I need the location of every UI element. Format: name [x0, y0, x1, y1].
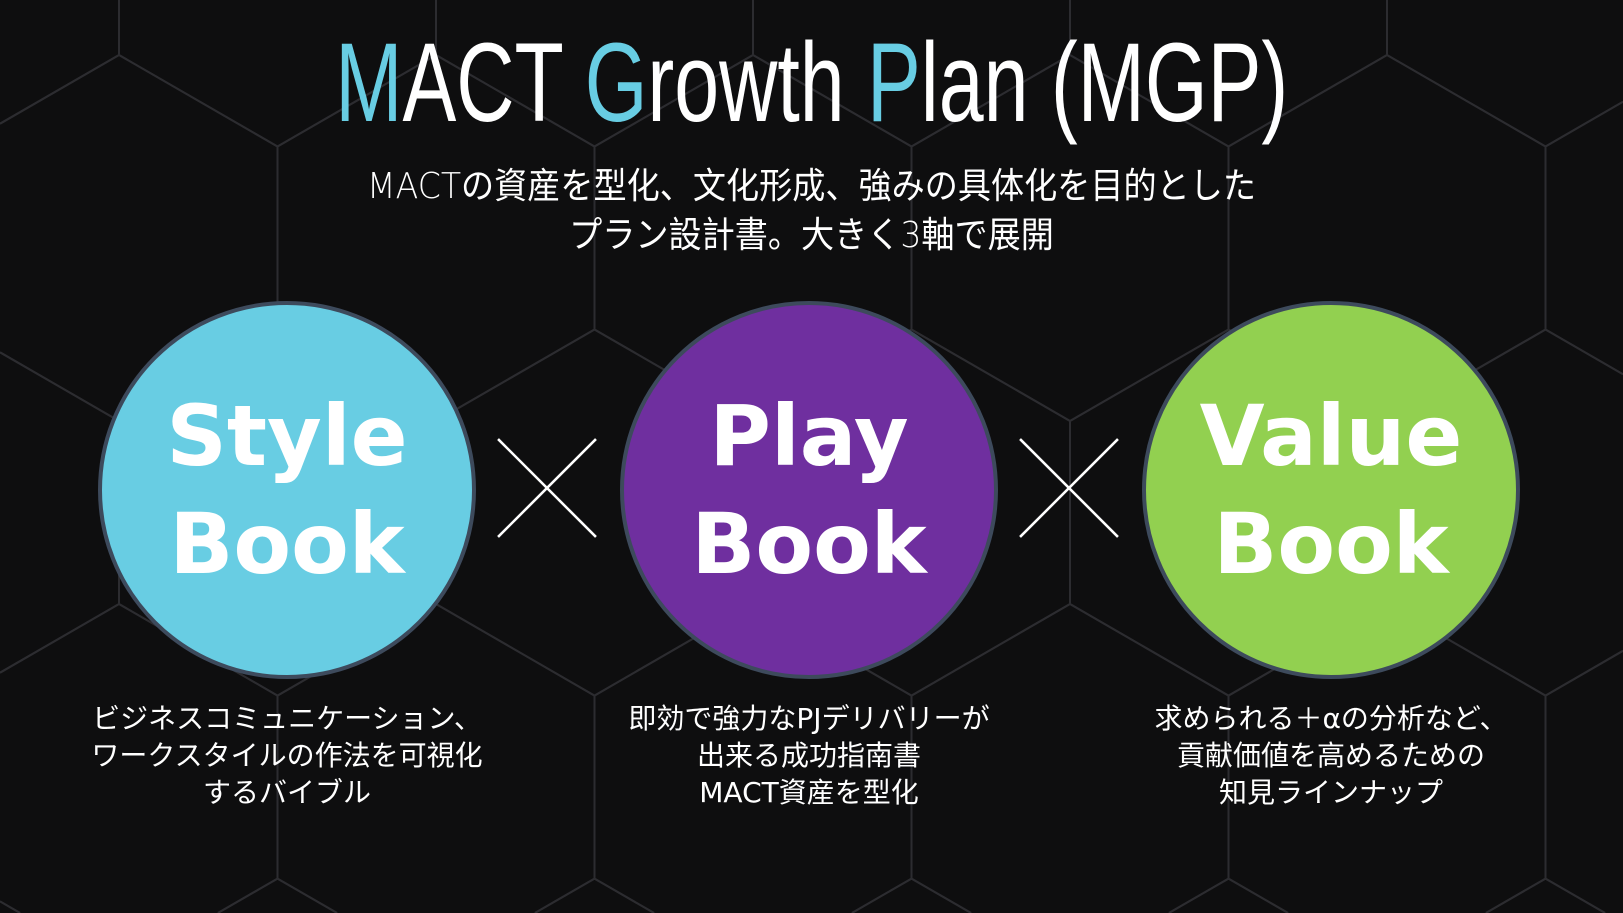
hexagon-edge — [910, 603, 1071, 697]
hexagon-edge — [1228, 877, 1289, 913]
style-book-circle: Style Book — [98, 301, 476, 679]
value-book-circle: Value Book — [1142, 301, 1520, 679]
hexagon-edge — [435, 54, 595, 148]
hexagon-edge — [911, 877, 972, 913]
hexagon-edge — [1069, 328, 1229, 422]
hexagon-edge — [911, 328, 1071, 422]
hexagon-edge — [435, 603, 596, 697]
hexagon-edge — [1228, 54, 1388, 148]
description-line: 出来る成功指南書 — [696, 739, 921, 772]
hexagon-edge — [1544, 100, 1623, 148]
hexagon-edge — [1386, 54, 1546, 148]
hexagon-edge — [1069, 603, 1230, 697]
hexagon-edge — [217, 877, 278, 913]
hexagon-edge — [1069, 54, 1229, 148]
circle-label-line-1: Style — [166, 387, 408, 485]
circle-label-line-2: Book — [691, 495, 927, 593]
hexagon-edge — [1485, 877, 1546, 913]
subtitle: MACTの資産を型化、文化形成、強みの具体化を目的とした プラン設計書。大きく3… — [0, 162, 1623, 260]
hexagon-edge — [1544, 649, 1623, 697]
style-book-description: ビジネスコミュニケーション、 ワークスタイルの作法を可視化 するバイブル — [47, 700, 527, 811]
title-part: P — [866, 20, 921, 145]
hexagon-edge — [0, 54, 120, 125]
hexagon-edge — [1168, 877, 1229, 913]
hexagon-edge — [1545, 877, 1606, 913]
play-book-description: 即効で強力なPJデリバリーが 出来る成功指南書 MACT資産を型化 — [569, 700, 1049, 811]
subtitle-line-2: プラン設計書。大きく3軸で展開 — [569, 215, 1054, 256]
description-line: するバイブル — [202, 776, 371, 809]
description-line: ビジネスコミュニケーション、 — [92, 702, 482, 735]
hexagon-edge — [435, 328, 595, 422]
description-line: ワークスタイルの作法を可視化 — [91, 739, 483, 772]
description-line: 知見ラインナップ — [1218, 776, 1443, 809]
subtitle-line-1: MACTの資産を型化、文化形成、強みの具体化を目的とした — [367, 166, 1256, 207]
hexagon-edge — [911, 54, 1071, 148]
description-line: 即効で強力なPJデリバリーが — [628, 702, 990, 735]
hexagon-edge — [1544, 328, 1623, 376]
title-part: G — [584, 20, 648, 145]
hexagon-edge — [851, 877, 912, 913]
multiply-icon — [1019, 438, 1119, 538]
hexagon-edge — [277, 54, 437, 148]
title-part: rowth — [647, 20, 867, 145]
description-line: MACT資産を型化 — [699, 776, 919, 809]
hexagon-edge — [752, 54, 912, 148]
title-part: lan (MGP) — [920, 20, 1288, 145]
hexagon-edge — [0, 603, 120, 674]
hexagon-edge — [594, 54, 754, 148]
title-part: M — [335, 20, 403, 145]
hexagon-edge — [0, 351, 120, 422]
value-book-description: 求められる＋αの分析など、 貢献価値を高めるための 知見ラインナップ — [1091, 700, 1571, 811]
circle-label-line-1: Value — [1199, 387, 1463, 485]
description-line: 求められる＋αの分析など、 — [1154, 702, 1508, 735]
circle-label-line-2: Book — [169, 495, 405, 593]
title-part: ACT — [402, 20, 585, 145]
play-book-circle: Play Book — [620, 301, 998, 679]
circle-label-line-2: Book — [1213, 495, 1449, 593]
hexagon-edge — [594, 877, 655, 913]
hexagon-edge — [277, 877, 338, 913]
slide-title: MACT Growth Plan (MGP) — [0, 18, 1623, 148]
hexagon-edge — [534, 877, 595, 913]
hexagon-edge — [0, 900, 21, 913]
multiply-icon — [497, 438, 597, 538]
description-line: 貢献価値を高めるための — [1176, 739, 1485, 772]
circle-label-line-1: Play — [709, 387, 909, 485]
hexagon-edge — [118, 54, 278, 148]
